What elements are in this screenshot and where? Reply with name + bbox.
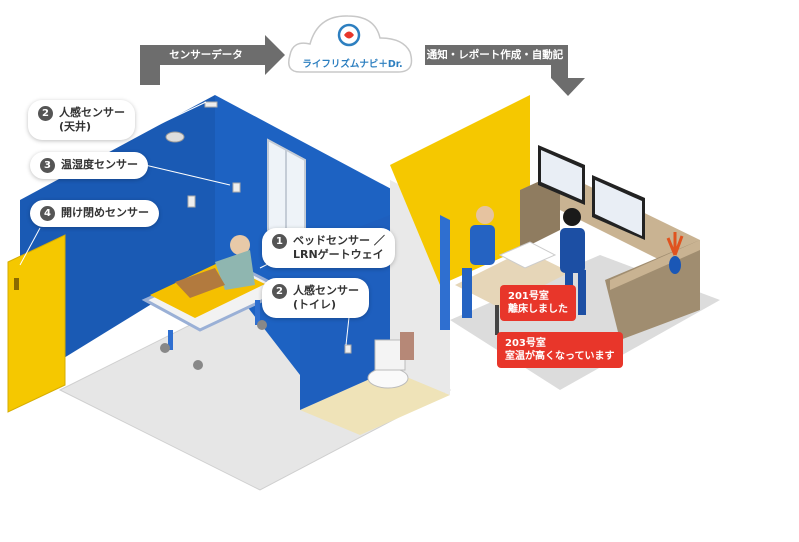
sensor-callout-text: ベッドセンサー ／ LRNゲートウェイ bbox=[293, 234, 385, 261]
sensor-number: 2 bbox=[272, 284, 287, 299]
cloud-label: ライフリズムナビ＋Dr. bbox=[302, 59, 403, 70]
sensor-data-arrow bbox=[140, 35, 285, 85]
sensor-callout-toilet: 2 人感センサー (トイレ) bbox=[262, 278, 369, 318]
sensor-number: 4 bbox=[40, 206, 55, 221]
ceiling-sensor bbox=[165, 131, 185, 143]
toilet-floor bbox=[300, 370, 450, 435]
care-bed bbox=[141, 235, 289, 370]
sensor-callout-temperature: 3 温湿度センサー bbox=[30, 152, 148, 179]
office-side-wall bbox=[440, 215, 450, 330]
sensor-number: 3 bbox=[40, 158, 55, 173]
sensor-callout-text: 開け閉めセンサー bbox=[61, 206, 149, 219]
sensor-callout-door: 4 開け閉めセンサー bbox=[30, 200, 159, 227]
plant bbox=[666, 232, 684, 274]
sensor-callout-text: 人感センサー (天井) bbox=[59, 106, 125, 133]
cloud-logo-icon bbox=[337, 23, 361, 47]
alert-room-203: 203号室 室温が高くなっています bbox=[497, 332, 623, 368]
sensor-number: 2 bbox=[38, 106, 53, 121]
sensor-callout-bed: 1 ベッドセンサー ／ LRNゲートウェイ bbox=[262, 228, 395, 268]
toilet bbox=[367, 332, 414, 389]
cloud bbox=[288, 15, 413, 73]
sensor-data-label: センサーデータ bbox=[169, 49, 243, 61]
notify-arrow bbox=[425, 45, 585, 96]
monitors bbox=[538, 145, 645, 240]
alert-room-201: 201号室 離床しました bbox=[500, 285, 576, 321]
temp-humidity-sensor bbox=[232, 182, 241, 193]
sensor-callout-text: 人感センサー (トイレ) bbox=[293, 284, 359, 311]
sensor-callout-ceiling: 2 人感センサー (天井) bbox=[28, 100, 135, 140]
sensor-number: 1 bbox=[272, 234, 287, 249]
room-door bbox=[7, 234, 66, 413]
staff-seated bbox=[462, 206, 495, 318]
sensor-callout-text: 温湿度センサー bbox=[61, 158, 138, 171]
notify-label: 通知・レポート作成・自動記録 bbox=[426, 49, 564, 83]
room-left-wall bbox=[20, 95, 215, 385]
